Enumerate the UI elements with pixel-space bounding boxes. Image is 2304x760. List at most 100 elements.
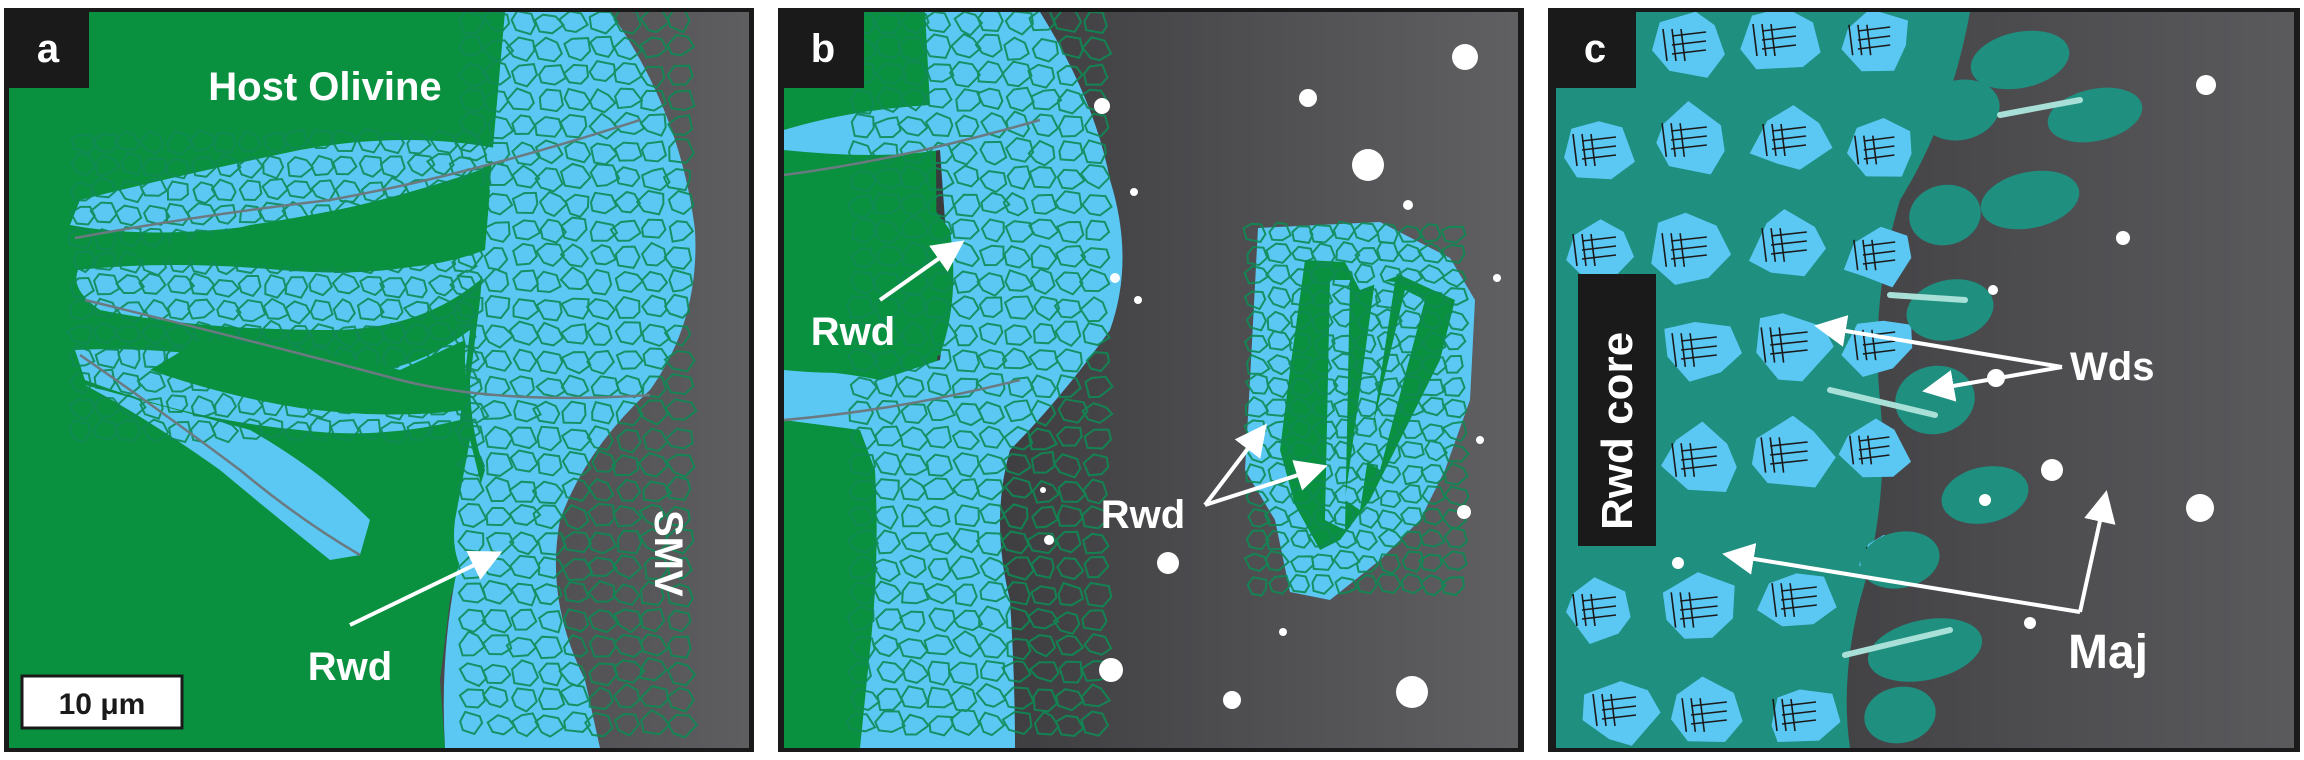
ringwoodite-grain (485, 506, 513, 527)
ringwoodite-grain (1376, 397, 1403, 417)
ringwoodite-grain (1331, 334, 1358, 355)
ringwoodite-grain (114, 419, 141, 442)
ringwoodite-grain (870, 558, 901, 583)
ringwoodite-grain (262, 154, 285, 180)
ringwoodite-grain (898, 164, 929, 190)
ringwoodite-grain (1030, 585, 1058, 606)
ringwoodite-grain (952, 527, 980, 554)
ringwoodite-grain (1671, 676, 1743, 742)
ringwoodite-grain (977, 453, 1008, 475)
ringwoodite-grain (585, 268, 613, 296)
ringwoodite-grain (1749, 105, 1833, 170)
ringwoodite-grain (615, 350, 645, 370)
ringwoodite-grain (1027, 607, 1060, 630)
ringwoodite-grain (1081, 609, 1108, 632)
ringwoodite-grain (512, 242, 538, 266)
ringwoodite-grain (535, 242, 566, 267)
ringwoodite-grain (510, 12, 537, 36)
ringwoodite-grain (1334, 418, 1359, 439)
ringwoodite-grain (138, 272, 167, 295)
ringwoodite-grain (921, 348, 952, 370)
ringwoodite-grain (926, 398, 957, 422)
ringwoodite-grain (509, 449, 539, 473)
ringwoodite-grain (1420, 309, 1443, 330)
ringwoodite-grain (1056, 168, 1086, 190)
ringwoodite-grain (873, 320, 902, 345)
ringwoodite-grain (664, 398, 698, 421)
ringwoodite-grain (667, 89, 696, 112)
ringwoodite-grain (975, 478, 1005, 501)
fracture-lines-b (784, 118, 1041, 422)
ringwoodite-grain (587, 579, 616, 603)
ringwoodite-grain (1288, 396, 1314, 418)
ringwoodite-grain (1289, 555, 1315, 574)
ringwoodite-grain (1243, 265, 1271, 285)
ringwoodite-grain (587, 478, 615, 502)
ringwoodite-grain (872, 219, 903, 244)
ringwoodite-grain (663, 349, 696, 373)
ringwoodite-grain (1354, 375, 1381, 395)
ringwoodite-grain (535, 299, 563, 322)
ringwoodite-grain (533, 13, 565, 35)
ringwoodite-grain (1030, 244, 1058, 271)
ringwoodite-grain (1265, 242, 1293, 264)
ringwoodite-grain (976, 87, 1004, 110)
ringwoodite-grain (1079, 163, 1111, 190)
ringwoodite-grain (897, 36, 928, 62)
ringwoodite-grain (1418, 263, 1446, 284)
ringwoodite-grain (94, 348, 121, 370)
ringwoodite-grain (533, 583, 563, 606)
ringwoodite-grain (560, 297, 590, 320)
ringwoodite-grain (112, 324, 142, 343)
ringwoodite-grain (922, 33, 952, 59)
ringwoodite-grain (484, 294, 511, 320)
ringwoodite-grain (1079, 296, 1108, 323)
ringwoodite-grain (1397, 335, 1425, 354)
ringwoodite-grain (1266, 376, 1291, 399)
ringwoodite-grain (332, 155, 358, 176)
ringwoodite-grain (1420, 463, 1447, 485)
ringwoodite-grain (927, 193, 956, 218)
ringwoodite-grain (924, 166, 955, 191)
ringwoodite-grain (1288, 418, 1311, 439)
ringwoodite-grain (1312, 485, 1337, 508)
ringwoodite-grain (379, 277, 408, 299)
ringwoodite-grain (115, 301, 146, 324)
ringwoodite-grain (1662, 572, 1735, 639)
ringwoodite-grain (1053, 298, 1083, 319)
ringwoodite-grain (922, 12, 952, 34)
ringwoodite-grain (1029, 374, 1057, 399)
ringwoodite-grain (561, 400, 587, 425)
ringwoodite-grain (900, 685, 929, 710)
ringwoodite-grain (1081, 194, 1113, 217)
ringwoodite-grain (511, 114, 537, 136)
ringwoodite-grain (211, 418, 240, 444)
ringwoodite-grain (1379, 264, 1404, 287)
ringwoodite-grain (1419, 528, 1446, 548)
ringwoodite-grain (1291, 225, 1314, 245)
wadsleyite-grain (1970, 30, 2070, 90)
ringwoodite-grain (1083, 112, 1110, 138)
ringwoodite-grain (1332, 549, 1361, 570)
ringwoodite-grain (849, 453, 877, 477)
ringwoodite-grain (850, 112, 875, 139)
ringwoodite-grain (872, 634, 900, 658)
ringwoodite-grain (144, 298, 171, 323)
ringwoodite-grain (1030, 450, 1056, 474)
ringwoodite-grain (873, 296, 900, 321)
ringwoodite-grain (487, 162, 515, 187)
ringwoodite-grain (479, 399, 513, 420)
ringwoodite-grain (847, 479, 878, 502)
ringwoodite-grain (1443, 398, 1468, 419)
ringwoodite-grain (876, 660, 906, 684)
ringwoodite-grain (901, 215, 930, 238)
ringwoodite-grain (69, 371, 93, 395)
ringwoodite-grain (900, 531, 932, 553)
ringwoodite-grain (1353, 288, 1382, 310)
ringwoodite-grain (1080, 683, 1112, 708)
ringwoodite-grain (563, 581, 590, 604)
ringwoodite-grain (564, 140, 592, 164)
scale-bar-label: 10 μm (59, 688, 146, 721)
melt-droplet (1979, 494, 1991, 506)
ringwoodite-grain (1028, 349, 1059, 371)
